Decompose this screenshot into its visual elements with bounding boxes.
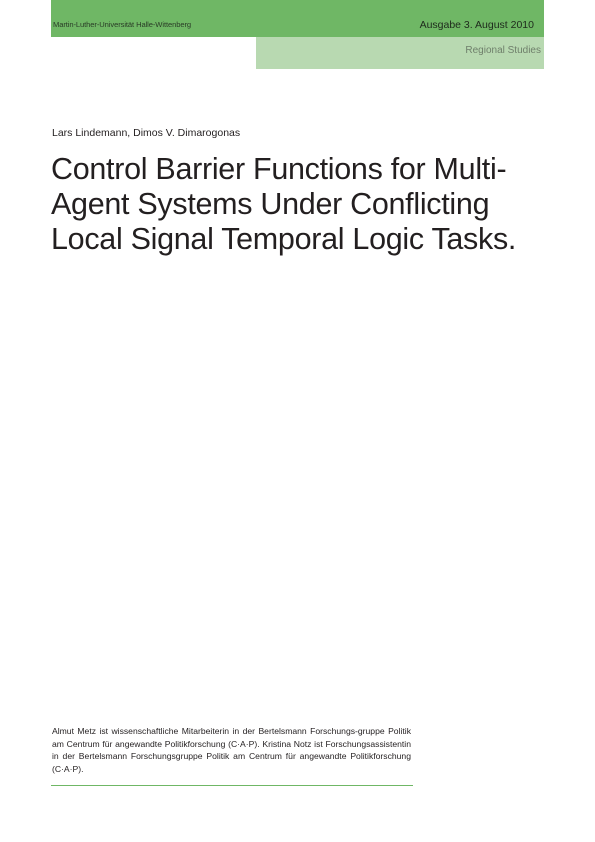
header-bar: Martin-Luther-Universität Halle-Wittenbe… [51,0,544,37]
series-label: Regional Studies [465,45,541,56]
document-title: Control Barrier Functions for Multi-Agen… [51,152,517,256]
footnote-divider [51,785,413,786]
authors: Lars Lindemann, Dimos V. Dimarogonas [52,127,241,139]
issue-date: Ausgabe 3. August 2010 [419,19,534,31]
institution-name: Martin-Luther-Universität Halle-Wittenbe… [53,20,192,29]
series-bar: Regional Studies [256,37,544,69]
author-footnote: Almut Metz ist wissenschaftliche Mitarbe… [52,726,411,774]
